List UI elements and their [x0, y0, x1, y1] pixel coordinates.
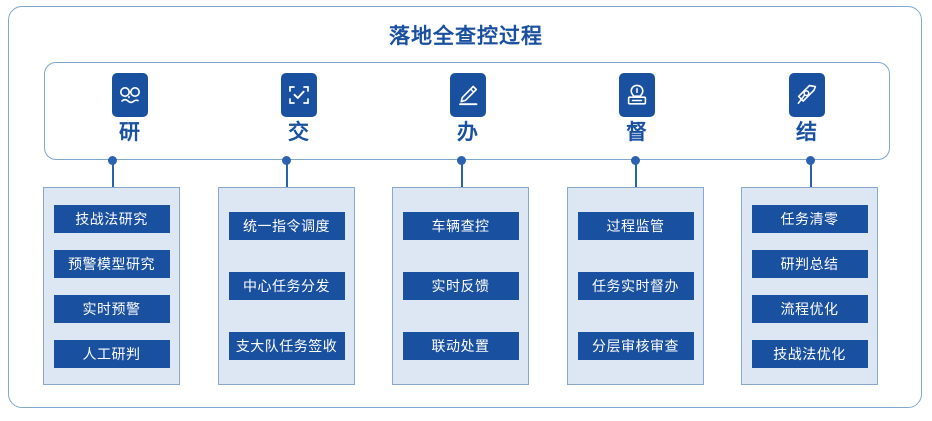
- stage-bar: 研 交 办: [44, 62, 890, 160]
- stage-yan[interactable]: 研: [45, 63, 214, 161]
- connector-dot: [282, 156, 291, 165]
- list-item[interactable]: 预警模型研究: [53, 249, 170, 278]
- list-item[interactable]: 技战法研究: [53, 204, 170, 233]
- stage-ban[interactable]: 办: [383, 63, 552, 161]
- list-item[interactable]: 联动处置: [402, 332, 519, 360]
- scan-check-icon: [280, 73, 317, 117]
- list-item[interactable]: 人工研判: [53, 339, 170, 368]
- connector-dot: [457, 156, 466, 165]
- list-item[interactable]: 车辆查控: [402, 212, 519, 240]
- stage-label: 研: [119, 121, 140, 144]
- stage-label: 结: [796, 121, 817, 144]
- list-item[interactable]: 过程监管: [577, 212, 694, 240]
- list-item[interactable]: 任务清零: [751, 204, 868, 233]
- column-jiao: 统一指令调度 中心任务分发 支大队任务签收: [218, 187, 355, 385]
- list-item[interactable]: 实时反馈: [402, 272, 519, 300]
- list-item[interactable]: 分层审核审查: [577, 332, 694, 360]
- list-item[interactable]: 实时预警: [53, 294, 170, 323]
- stage-label: 交: [288, 121, 309, 144]
- column-yan: 技战法研究 预警模型研究 实时预警 人工研判: [43, 187, 180, 385]
- list-item[interactable]: 支大队任务签收: [228, 332, 345, 360]
- pencil-edit-icon: [449, 73, 486, 117]
- list-item[interactable]: 流程优化: [751, 294, 868, 323]
- connector-line: [112, 161, 114, 187]
- column-du: 过程监管 任务实时督办 分层审核审查: [567, 187, 704, 385]
- list-item[interactable]: 任务实时督办: [577, 272, 694, 300]
- list-item[interactable]: 研判总结: [751, 249, 868, 278]
- stage-label: 督: [626, 121, 647, 144]
- stage-label: 办: [457, 121, 478, 144]
- stage-du[interactable]: 督: [552, 63, 721, 161]
- connector-dot: [108, 156, 117, 165]
- connector-line: [461, 161, 463, 187]
- connector-line: [810, 161, 812, 187]
- pen-nib-icon: [788, 73, 825, 117]
- connector-dot: [806, 156, 815, 165]
- page-title: 落地全查控过程: [389, 25, 543, 48]
- stage-jie[interactable]: 结: [722, 63, 891, 161]
- list-item[interactable]: 统一指令调度: [228, 212, 345, 240]
- stage-jiao[interactable]: 交: [214, 63, 383, 161]
- connector-dot: [631, 156, 640, 165]
- column-jie: 任务清零 研判总结 流程优化 技战法优化: [741, 187, 878, 385]
- list-item[interactable]: 技战法优化: [751, 339, 868, 368]
- column-ban: 车辆查控 实时反馈 联动处置: [392, 187, 529, 385]
- glasses-icon: [111, 73, 148, 117]
- connector-line: [635, 161, 637, 187]
- connector-line: [286, 161, 288, 187]
- stamp-seal-icon: [618, 73, 655, 117]
- list-item[interactable]: 中心任务分发: [228, 272, 345, 300]
